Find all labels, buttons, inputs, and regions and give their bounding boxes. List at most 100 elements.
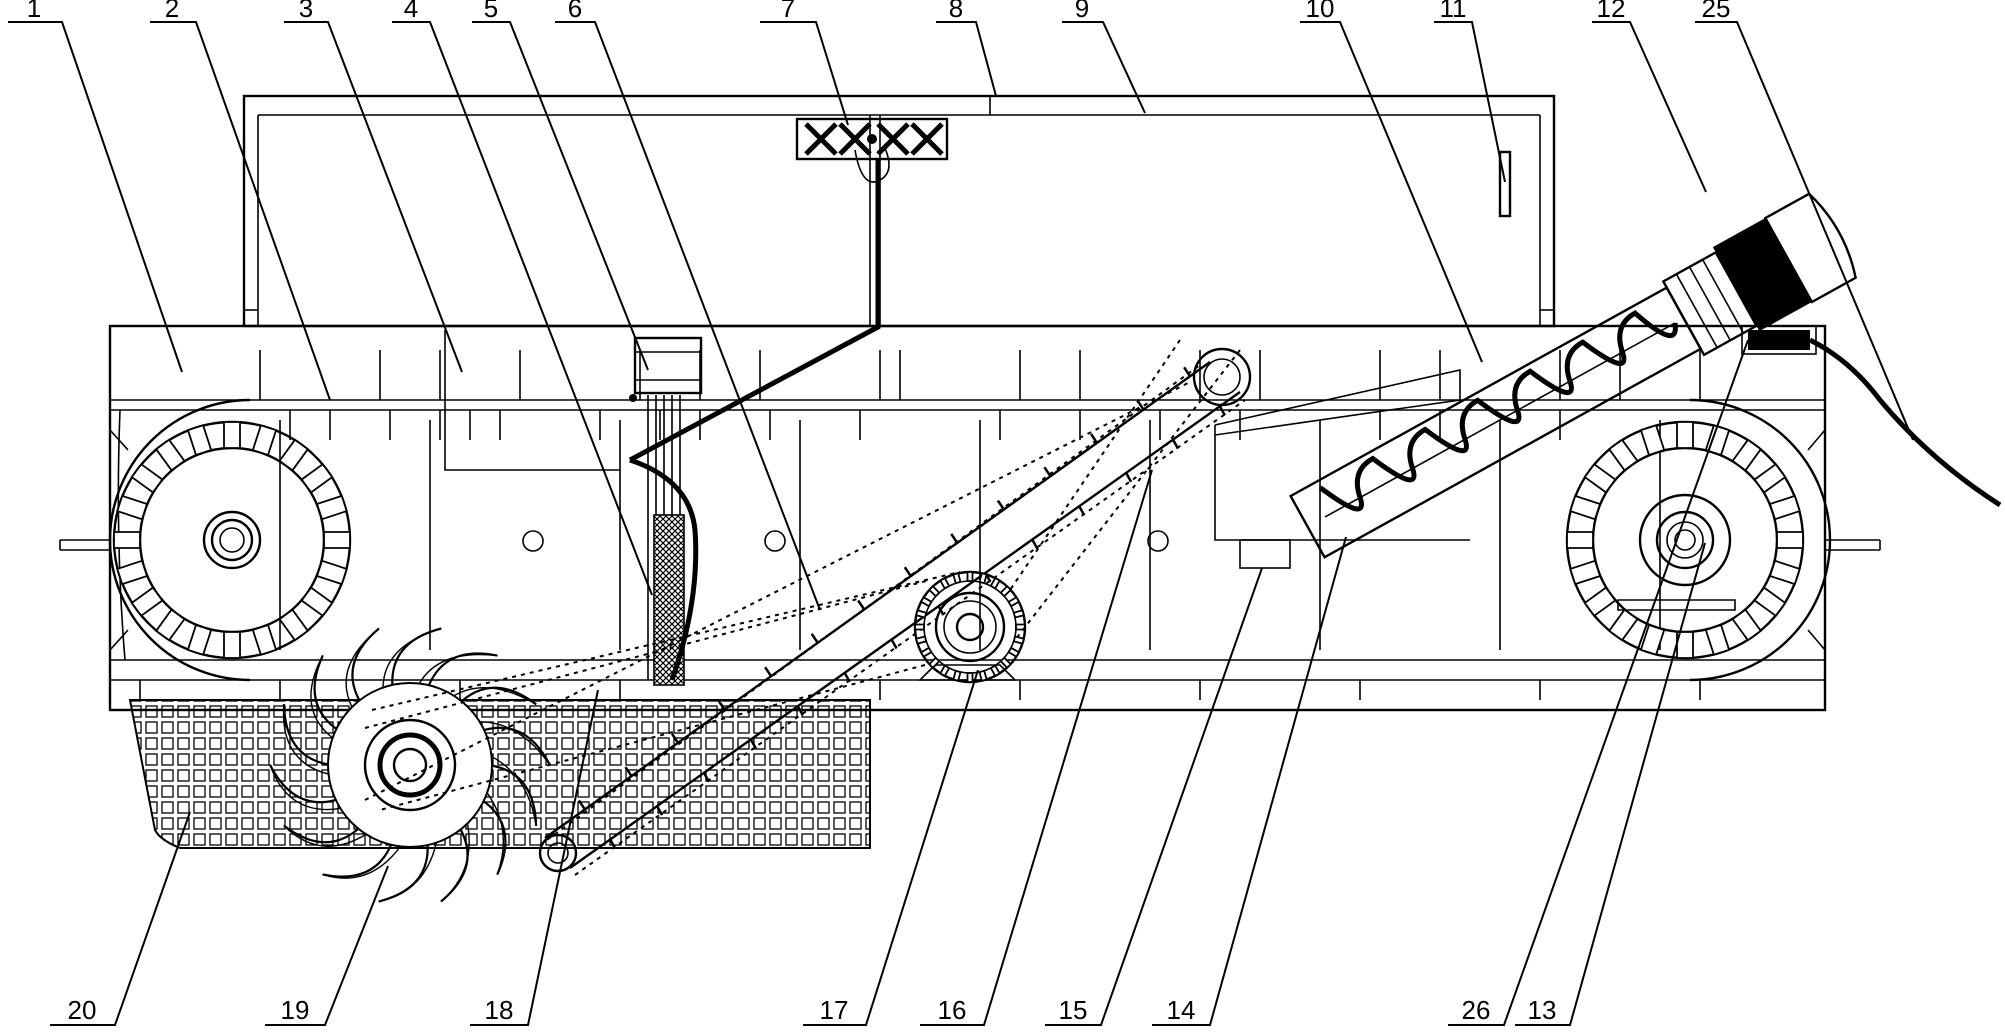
label-13: 13 [1528,995,1557,1025]
sprocket-tooth [919,646,933,658]
belt-cleat [717,699,726,711]
rotor-blade [457,686,537,706]
wheel-tooth [300,586,334,618]
sprocket-tooth [999,585,1012,598]
left-track-wheel [108,398,352,682]
wheel-tooth [130,462,164,494]
wheel-tooth [116,559,149,586]
sprocket-tooth [989,664,1001,678]
mesh-screen [128,699,871,849]
wheel-tooth [1704,623,1731,656]
belt-cleat [1183,366,1192,377]
belt-cleat [1125,472,1133,483]
label-19: 19 [281,995,310,1025]
rotor-blade-edge [282,704,331,776]
drive-sprocket [913,570,1027,684]
belt-cleat [996,499,1005,511]
belt-cleat [810,633,819,644]
belt-cleat [796,705,804,716]
main-housing [59,324,1881,712]
rotor-blade [322,840,394,878]
wheel-tooth [323,531,351,549]
wheel-tooth [1639,623,1666,656]
label-16: 16 [938,995,967,1025]
rotor-blade [269,764,341,804]
label-5: 5 [484,0,498,23]
belt-cleat [1218,405,1226,416]
sprocket-tooth [914,623,925,631]
rotor-blade-edge [378,840,438,903]
fan [795,117,949,183]
wheel-tooth [1731,608,1763,642]
sprocket-tooth [915,635,928,645]
rotor-blade-edge [310,655,335,740]
belt-cleat [950,533,959,544]
sprocket-tooth [939,576,951,590]
wheel-tooth [223,631,241,659]
sprocket-tooth [928,585,941,598]
sprocket-tooth [952,572,962,585]
sprocket-tooth [919,596,933,608]
compartments [117,330,1701,700]
label-14: 14 [1167,995,1196,1025]
label-4: 4 [404,0,418,23]
rotor-blade [283,824,363,844]
wheel-tooth [1768,494,1801,521]
wheel-tooth [1676,421,1694,449]
sprocket-tooth [952,669,962,682]
wheel-tooth [1583,462,1617,494]
belt-cleat [857,599,866,611]
sprocket-tooth [966,672,974,683]
label-20: 20 [68,995,97,1025]
part-labels: 1 2 3 4 5 6 7 8 9 10 11 12 25 20 19 18 1… [27,0,1731,1025]
wheel-tooth [251,623,278,656]
label-15: 15 [1059,995,1088,1025]
rotor-blade-edge [440,820,470,903]
wheel-tooth [1583,586,1617,618]
wheel-tooth [223,421,241,449]
wheel-tooth [1569,559,1602,586]
sprocket-tooth [1007,646,1021,658]
label-18: 18 [485,995,514,1025]
rotor-blade-edge [477,721,551,766]
leader-lines [8,21,1914,1026]
wheel-tooth [1607,608,1639,642]
sprocket-tooth [1007,596,1021,608]
rotor-blade [487,763,538,826]
wheel-tooth [1676,631,1694,659]
rotor-blade-edge [451,687,537,706]
belt-cleat [1043,466,1052,477]
rotor-blade-edge [485,790,505,875]
wheel-tooth [1566,531,1594,549]
label-25: 25 [1702,0,1731,23]
belt-cleat [1089,433,1099,444]
belt-cleat [764,666,773,677]
wheel-tooth [315,559,348,586]
wheel-tooth [1569,494,1602,521]
wheel-tooth [278,438,310,472]
rotor-blade-edge [322,844,403,879]
label-11: 11 [1440,0,1467,23]
label-8: 8 [949,0,963,23]
sprocket-tooth [999,656,1012,669]
rotor-blade-edge [382,627,442,690]
belt-cleat [656,805,664,816]
label-12: 12 [1597,0,1626,23]
wheel-tooth [113,531,141,549]
wheel-tooth [1731,438,1763,472]
belt-cleat [1031,538,1039,550]
label-2: 2 [165,0,179,23]
wheel-tooth [1753,462,1787,494]
wheel-tooth [251,424,278,457]
sprocket-tooth [1012,635,1025,645]
wheel-tooth [1753,586,1787,618]
sprocket-tooth [939,664,951,678]
label-7: 7 [781,0,795,23]
belt-cleat [624,766,633,777]
belt-cleat [1171,438,1180,450]
label-26: 26 [1462,995,1491,1025]
belt-cleat [670,733,680,744]
wheel-tooth [1704,424,1731,457]
belt-cleat [577,799,586,811]
air-tube [628,160,881,681]
